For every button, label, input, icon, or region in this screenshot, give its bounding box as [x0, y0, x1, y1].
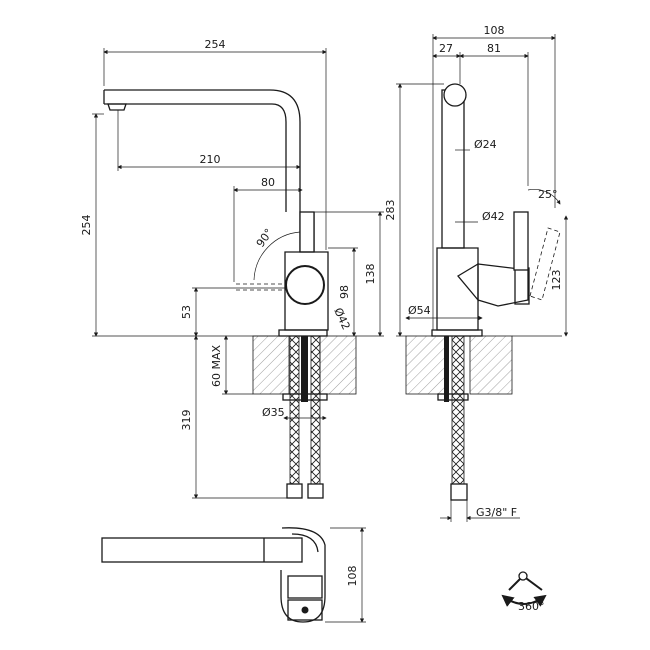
- dim-hole-diameter: Ø35: [262, 406, 285, 419]
- dim-body-height: 138: [364, 264, 377, 285]
- front-body-circle: [285, 265, 325, 305]
- front-hose-right: [310, 335, 321, 485]
- dim-base-diameter: Ø54: [408, 304, 431, 317]
- side-worktop-left: [405, 335, 447, 395]
- top-lever-dot: [301, 606, 309, 614]
- side-lever: [513, 211, 529, 271]
- dim-lever-height: 123: [550, 270, 563, 291]
- top-spout: [101, 537, 303, 563]
- side-base: [431, 329, 483, 337]
- dim-lever-angle: 90°: [254, 226, 276, 249]
- side-spout-tube: [441, 89, 465, 249]
- dim-lever-angle: 25°: [538, 188, 558, 201]
- top-lever-cap: [287, 599, 323, 621]
- dim-spout-reach: 254: [205, 38, 226, 51]
- dim-connection: G3/8" F: [476, 506, 517, 519]
- front-body: [284, 251, 329, 331]
- side-angle-arc: [527, 189, 561, 205]
- front-fixing-plate: [282, 393, 328, 401]
- front-threaded-rod: [301, 336, 308, 402]
- front-spout: [103, 89, 301, 212]
- front-nut-left: [286, 483, 303, 499]
- dim-body-diameter: Ø42: [331, 306, 352, 332]
- front-base: [278, 329, 328, 337]
- dim-spout-diameter: Ø24: [474, 138, 497, 151]
- front-view: 254 254 210 80 90° 138 98 Ø42 53 60 MAX …: [80, 38, 384, 499]
- dim-height: 283: [384, 200, 397, 221]
- top-view: 108: [101, 527, 366, 623]
- dim-lever-depth: 81: [487, 42, 501, 55]
- rotation-label: 360°: [518, 600, 545, 613]
- top-body-outline: [280, 527, 326, 623]
- side-lever-cap: [514, 267, 530, 305]
- side-fixing-plate: [437, 393, 469, 401]
- dim-overall-depth: 108: [484, 24, 505, 37]
- side-view: 108 27 81 283 Ø24 Ø42 25° 123 Ø54 G3/8" …: [384, 24, 569, 522]
- front-worktop-right: [319, 335, 357, 395]
- dim-lever-offset: 80: [261, 176, 275, 189]
- front-angle-arc: [253, 231, 301, 281]
- dim-hose-length: 319: [180, 410, 193, 431]
- dim-worktop-max: 60 MAX: [210, 345, 223, 388]
- dim-top-depth: 108: [346, 566, 359, 587]
- front-lever: [299, 211, 315, 253]
- dim-tube-diameter: Ø42: [482, 210, 505, 223]
- side-worktop-right: [469, 335, 513, 395]
- side-spout-head: [443, 83, 467, 107]
- top-lever-block: [287, 575, 323, 599]
- front-nut-right: [307, 483, 324, 499]
- dim-base-height: 53: [180, 305, 193, 319]
- side-lever-rotated: [529, 227, 561, 301]
- dim-body-to-top: 98: [338, 285, 351, 299]
- front-aerator: [107, 103, 127, 111]
- side-nut: [450, 483, 468, 501]
- front-hose-left: [289, 335, 300, 485]
- dim-spout-to-axis: 210: [200, 153, 221, 166]
- side-hose: [451, 335, 465, 485]
- dim-spout-offset: 27: [439, 42, 453, 55]
- front-lever-rotated: [236, 283, 286, 291]
- rotation-360-icon: 360°: [501, 571, 547, 613]
- top-body-inner: [291, 533, 319, 553]
- front-worktop-left: [252, 335, 290, 395]
- dim-total-height: 254: [80, 215, 93, 236]
- side-threaded-rod: [444, 336, 449, 402]
